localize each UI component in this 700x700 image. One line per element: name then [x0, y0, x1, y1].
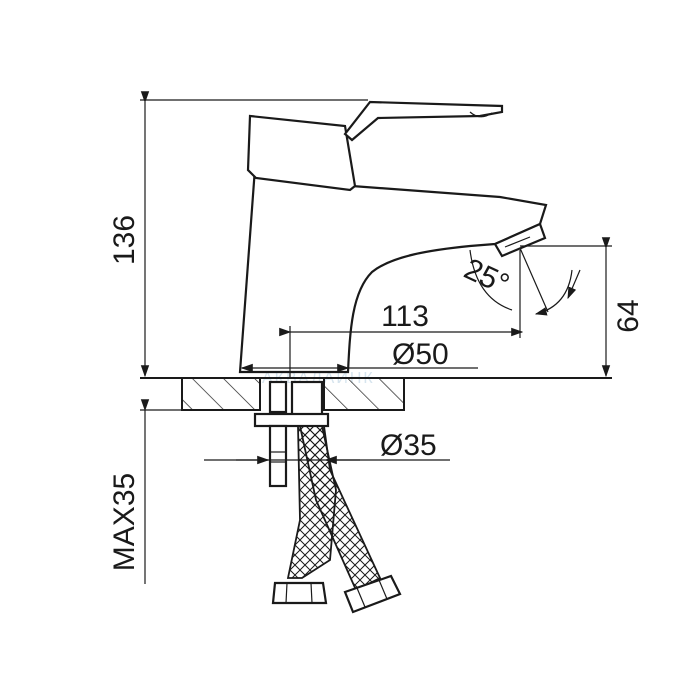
dim-mount-35: Ø35	[204, 429, 450, 465]
lever-tip-curve	[469, 111, 493, 118]
dim-max35-label: MAX35	[108, 473, 141, 571]
dim-35-label: Ø35	[380, 429, 437, 462]
deck-section	[140, 377, 612, 411]
dim-136-label: 136	[108, 215, 141, 265]
mounting-nut-plate	[253, 412, 330, 428]
angle-arc-right	[534, 269, 573, 316]
deck-right-section	[323, 377, 405, 411]
hose-upper	[290, 380, 324, 418]
aerator-slot	[504, 236, 531, 248]
dim-base-50: Ø50	[240, 338, 478, 373]
handle-lever	[343, 100, 504, 142]
dim-64-label: 64	[612, 299, 645, 332]
dim-max35: MAX35	[108, 399, 150, 584]
dim-height-136: 136	[108, 91, 150, 378]
nut-right-facet-2	[378, 579, 388, 600]
stud-upper	[268, 380, 288, 414]
dim-reach-113: 113	[279, 250, 524, 378]
deck-left-section	[181, 377, 261, 411]
hose-nut-right	[343, 574, 402, 614]
angle-arrow-tip	[567, 269, 581, 300]
angle-25-label: 25°	[459, 252, 514, 301]
hose-nut-left	[271, 581, 328, 605]
faucet-body	[140, 99, 548, 374]
braided-hose-right	[298, 425, 382, 592]
mounting-stud	[268, 424, 288, 488]
mounting-assembly	[253, 380, 402, 614]
aerator	[493, 222, 547, 258]
dim-spout-64: 64	[520, 237, 645, 378]
angle-arc-left	[469, 249, 513, 311]
nut-right-facet-1	[356, 587, 366, 608]
cartridge-housing	[246, 114, 357, 192]
nut-left-facet-2	[310, 582, 313, 604]
dim-113-label: 113	[381, 300, 429, 333]
nut-left-facet-1	[285, 582, 288, 604]
angle-ray	[519, 247, 549, 313]
dim-50-label: Ø50	[392, 338, 449, 371]
